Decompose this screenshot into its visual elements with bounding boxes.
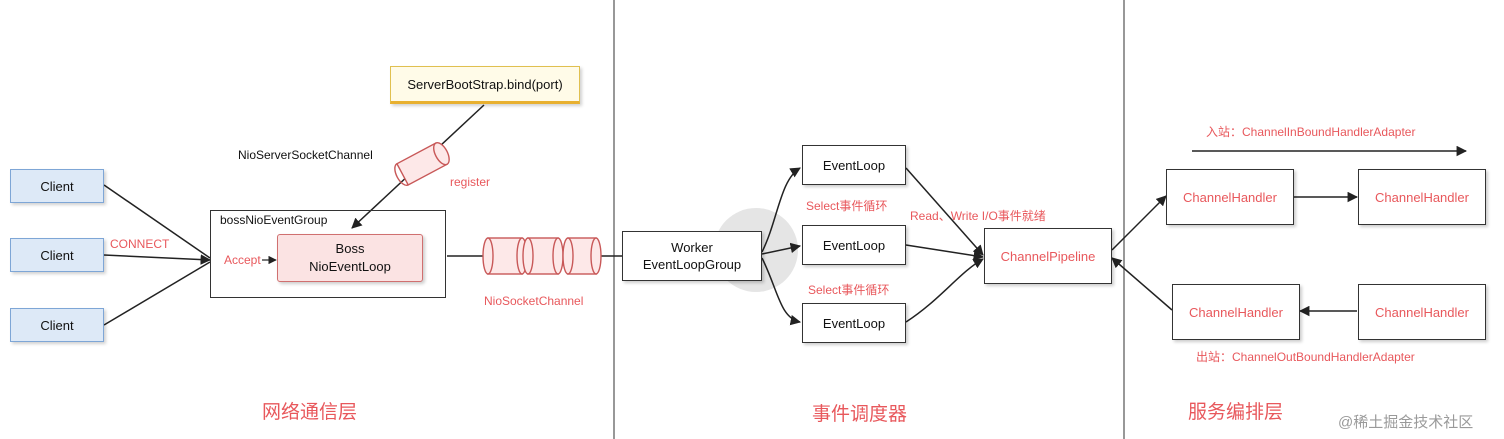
channel-handler-box: ChannelHandler — [1358, 169, 1486, 225]
worker-arrow — [761, 257, 802, 326]
server-channel-label: NioServerSocketChannel — [238, 148, 373, 162]
outbound-label: 出站：ChannelOutBoundHandlerAdapter — [1196, 350, 1415, 364]
channel-pipeline-box: ChannelPipeline — [984, 228, 1112, 284]
channel-handler-box: ChannelHandler — [1166, 169, 1294, 225]
read-write-label: Read、Write I/O事件就绪 — [910, 209, 1046, 223]
accept-label: Accept — [224, 253, 261, 267]
connect-arrow — [103, 254, 212, 265]
connect-arrow — [103, 261, 211, 326]
pipeline-arrow — [1111, 195, 1167, 251]
server-bootstrap-box: ServerBootStrap.bind(port) — [390, 66, 580, 104]
connect-arrow — [103, 184, 211, 259]
channel-handler-box: ChannelHandler — [1172, 284, 1300, 340]
client-box: Client — [10, 308, 104, 342]
select-label: Select事件循环 — [808, 283, 890, 297]
socket-channel-label: NioSocketChannel — [484, 294, 584, 308]
event-loop-box: EventLoop — [802, 145, 906, 185]
event-loop-box: EventLoop — [802, 225, 906, 265]
boss-group-container — [210, 210, 446, 298]
event-loop-box: EventLoop — [802, 303, 906, 343]
boss-line1: Boss — [335, 241, 365, 256]
boss-line2: NioEventLoop — [309, 259, 391, 274]
loop-arrow — [905, 244, 985, 261]
register-channel-icon — [394, 142, 450, 186]
worker-line1: Worker — [671, 240, 713, 255]
socket-channel-icon — [482, 237, 602, 275]
select-label: Select事件循环 — [806, 199, 888, 213]
worker-arrow — [761, 167, 801, 253]
client-box: Client — [10, 169, 104, 203]
register-label: register — [450, 175, 491, 189]
channel-handler-box: ChannelHandler — [1358, 284, 1486, 340]
boss-event-loop-box: Boss NioEventLoop — [277, 234, 423, 282]
worker-line2: EventLoopGroup — [642, 257, 742, 272]
pipeline-arrow — [1111, 257, 1173, 311]
boss-group-label: bossNioEventGroup — [220, 213, 328, 227]
client-box: Client — [10, 238, 104, 272]
loop-arrow — [905, 167, 984, 256]
watermark-text: @稀土掘金技术社区 — [1338, 414, 1474, 431]
loop-arrow — [905, 258, 984, 323]
connect-label: CONNECT — [110, 237, 170, 251]
inbound-label: 入站：ChannelInBoundHandlerAdapter — [1206, 125, 1416, 139]
layer-title-dispatcher: 事件调度器 — [812, 404, 908, 425]
worker-group-box: Worker EventLoopGroup — [622, 231, 762, 281]
worker-arrow — [761, 242, 802, 255]
layer-title-orchestration: 服务编排层 — [1188, 402, 1284, 423]
layer-title-network: 网络通信层 — [262, 402, 358, 423]
